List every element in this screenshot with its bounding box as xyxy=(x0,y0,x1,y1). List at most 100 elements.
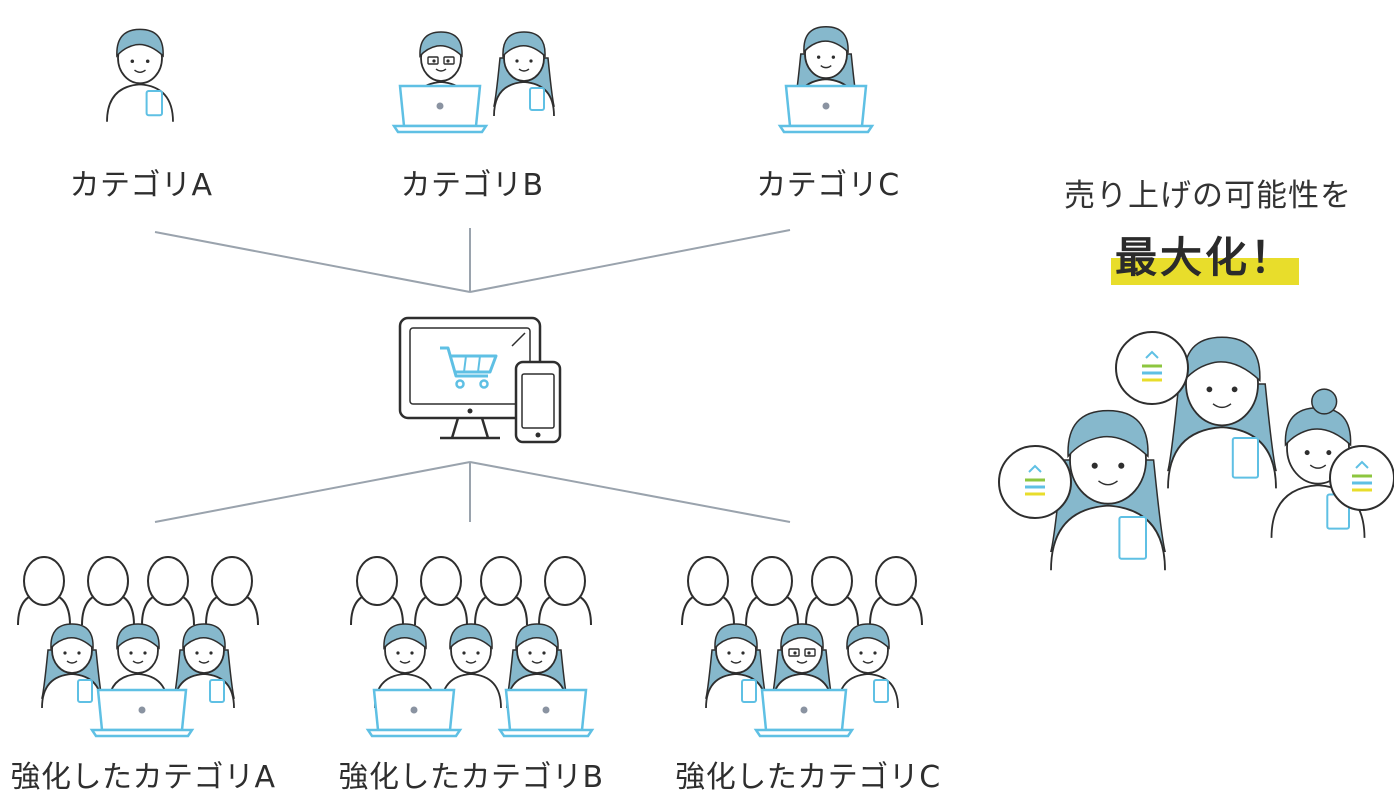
person-a xyxy=(106,28,174,122)
ecommerce-hub-icon xyxy=(398,316,562,444)
eye xyxy=(831,55,836,59)
cart-wheel xyxy=(479,379,489,389)
hair xyxy=(419,31,463,58)
result-tagline: 売り上げの可能性を xyxy=(1064,178,1352,214)
mouth xyxy=(465,660,477,664)
top-category-label-b: カテゴリB xyxy=(400,168,544,203)
eye xyxy=(807,651,811,655)
eye xyxy=(528,651,532,655)
hair xyxy=(803,25,849,54)
mouth xyxy=(518,68,530,72)
phone-device xyxy=(741,679,757,703)
head-outline xyxy=(811,556,853,606)
crowd-a-laptop xyxy=(89,688,195,738)
head-outline xyxy=(544,556,586,606)
laptop-logo xyxy=(822,102,830,110)
eye xyxy=(396,651,400,655)
eye xyxy=(476,651,480,655)
eye xyxy=(859,651,863,655)
hair xyxy=(182,623,226,650)
foreground-person xyxy=(771,623,833,709)
eye xyxy=(77,651,81,655)
head-outline xyxy=(420,556,462,606)
eye xyxy=(446,59,450,63)
hair xyxy=(50,623,94,650)
phone-device xyxy=(77,679,93,703)
phone-device xyxy=(873,679,889,703)
result-headline: 最大化！ xyxy=(1110,224,1300,285)
glasses xyxy=(804,648,816,657)
cart-icon xyxy=(440,346,498,378)
smartphone-button xyxy=(535,432,541,438)
cart-wheel xyxy=(455,379,465,389)
hair xyxy=(846,623,890,650)
laptop-logo xyxy=(800,706,808,714)
laptop-logo xyxy=(138,706,146,714)
foreground-person xyxy=(837,623,899,709)
background-person xyxy=(350,556,404,626)
head-outline xyxy=(875,556,917,606)
eye xyxy=(143,651,147,655)
crowd-c xyxy=(681,556,923,738)
crowd-a xyxy=(17,556,259,738)
hair xyxy=(1067,409,1149,459)
eye xyxy=(63,651,67,655)
result-woman-left xyxy=(1050,409,1166,571)
mouth xyxy=(1098,480,1118,486)
mouth xyxy=(399,660,411,664)
laptop-base xyxy=(391,124,489,134)
cart-grid xyxy=(463,355,467,373)
eye xyxy=(816,55,821,59)
laptop-base xyxy=(497,728,595,738)
laptop-base xyxy=(777,124,875,134)
mouth xyxy=(132,660,144,664)
connector-line xyxy=(154,461,471,523)
bottom-category-label-b: 強化したカテゴリB xyxy=(338,760,604,795)
foreground-person xyxy=(705,623,767,709)
top-category-label-a: カテゴリA xyxy=(69,168,213,203)
bubble-arrow xyxy=(1028,464,1042,473)
background-person xyxy=(745,556,799,626)
hair xyxy=(449,623,493,650)
screen-glare xyxy=(511,332,526,347)
foreground-person xyxy=(41,623,103,709)
background-person xyxy=(474,556,528,626)
background-person xyxy=(538,556,592,626)
head-outline xyxy=(87,556,129,606)
hair xyxy=(515,623,559,650)
background-person xyxy=(81,556,135,626)
person-b2 xyxy=(493,31,555,117)
eye xyxy=(727,651,731,655)
eye xyxy=(1091,462,1098,469)
monitor-button xyxy=(467,408,473,414)
eye xyxy=(410,651,414,655)
foreground-person xyxy=(173,623,235,709)
crowd-c-laptop xyxy=(753,688,855,738)
glasses xyxy=(427,56,439,65)
laptop-c xyxy=(777,84,875,134)
hair xyxy=(714,623,758,650)
result-people-illustration xyxy=(998,331,1394,571)
head-outline xyxy=(480,556,522,606)
top-category-label-c: カテゴリC xyxy=(756,168,900,203)
crowd-b xyxy=(350,556,595,738)
mouth xyxy=(820,64,832,69)
laptop-base xyxy=(365,728,463,738)
crowd-b-laptop-2 xyxy=(497,688,595,738)
speech-bubble xyxy=(998,445,1072,519)
hair xyxy=(383,623,427,650)
mouth xyxy=(730,660,742,664)
bottom-category-label-a: 強化したカテゴリA xyxy=(10,760,276,795)
mouth xyxy=(134,69,146,73)
eye xyxy=(195,651,199,655)
glasses xyxy=(788,648,800,657)
smartphone-screen xyxy=(521,373,555,429)
bottom-category-label-c: 強化したカテゴリC xyxy=(675,760,941,795)
phone-device xyxy=(529,87,545,111)
top-customer-illustrations xyxy=(106,25,875,134)
eye xyxy=(1118,462,1125,469)
eye xyxy=(515,59,519,63)
phone-device xyxy=(1118,516,1148,560)
hair xyxy=(502,31,546,58)
